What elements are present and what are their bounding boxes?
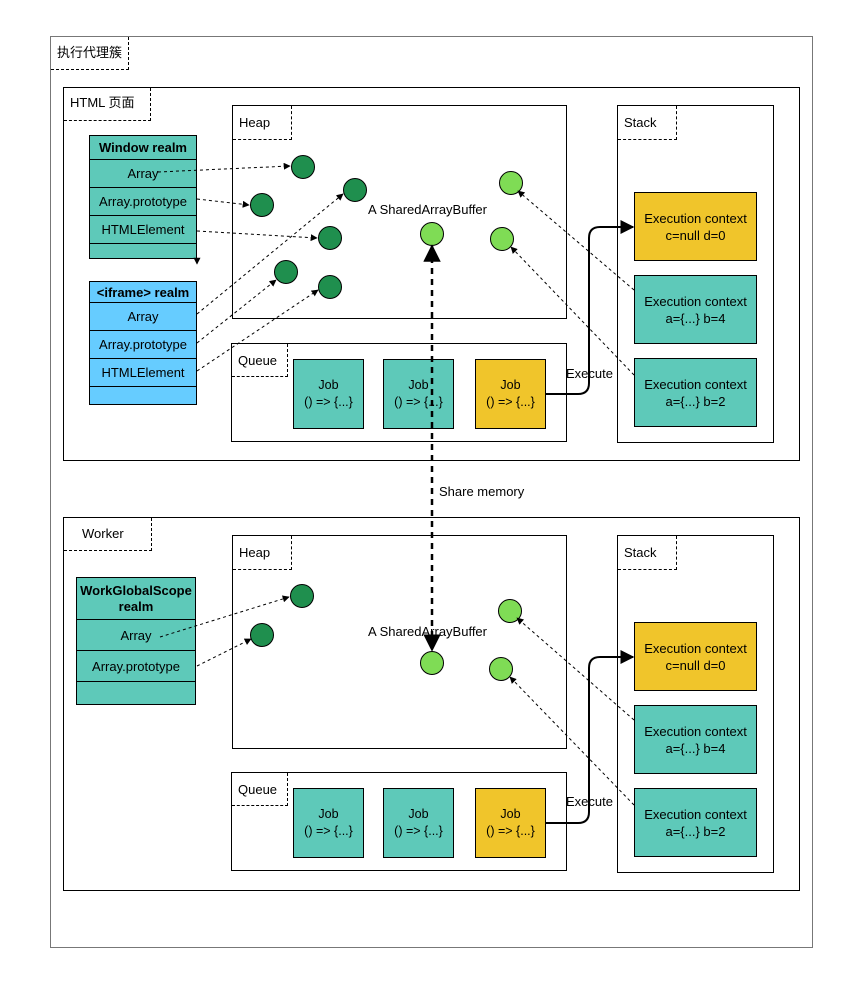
job-code: () => {...} [394, 395, 443, 409]
worker-realm-title: WorkGlobalScope realm [77, 578, 195, 620]
window-realm-array-prototype: Array.prototype [90, 188, 196, 216]
iframe-realm-title: <iframe> realm [90, 282, 196, 303]
job-code: () => {...} [486, 395, 535, 409]
worker-stack-label: Stack [618, 536, 677, 570]
iframe-realm: <iframe> realm Array Array.prototype HTM… [89, 281, 197, 405]
exec-context-vars: a={...} b=4 [665, 310, 726, 326]
worker-shared-array-buffer-object [420, 651, 444, 675]
page-exec-context-2: Execution context a={...} b=4 [634, 275, 757, 344]
page-exec-context-3: Execution context a={...} b=2 [634, 358, 757, 427]
exec-context-vars: c=null d=0 [665, 657, 726, 673]
page-sab-label: A SharedArrayBuffer [368, 202, 487, 217]
worker-job-3: Job () => {...} [475, 788, 546, 858]
worker-execute-label: Execute [566, 794, 613, 809]
iframe-realm-array-prototype: Array.prototype [90, 331, 196, 359]
exec-context-vars: a={...} b=2 [665, 823, 726, 839]
job-title: Job [318, 807, 339, 821]
worker-heap-object-light [498, 599, 522, 623]
exec-context-vars: a={...} b=4 [665, 740, 726, 756]
job-code: () => {...} [486, 824, 535, 838]
worker-job-1: Job () => {...} [293, 788, 364, 858]
page-heap-object [343, 178, 367, 202]
iframe-realm-array: Array [90, 303, 196, 331]
page-heap-object-light [499, 171, 523, 195]
exec-context-vars: c=null d=0 [665, 227, 726, 243]
share-memory-label: Share memory [439, 484, 525, 499]
worker-exec-context-1: Execution context c=null d=0 [634, 622, 757, 691]
iframe-realm-htmlelement: HTMLElement [90, 359, 196, 387]
page-heap-object [318, 226, 342, 250]
page-job-2: Job () => {...} [383, 359, 454, 429]
worker-sab-label: A SharedArrayBuffer [368, 624, 487, 639]
worker-title: Worker [64, 518, 152, 551]
window-realm-array: Array [90, 160, 196, 188]
page-job-3: Job () => {...} [475, 359, 546, 429]
worker-realm-title-line2: realm [118, 598, 154, 614]
worker-global-scope-realm: WorkGlobalScope realm Array Array.protot… [76, 577, 196, 705]
worker-realm-title-line1: WorkGlobalScope [80, 582, 192, 598]
window-realm-title: Window realm [90, 136, 196, 160]
iframe-realm-empty-row [90, 387, 196, 406]
page-stack-label: Stack [618, 106, 677, 140]
job-title: Job [408, 378, 429, 392]
page-heap-object [250, 193, 274, 217]
job-code: () => {...} [304, 824, 353, 838]
exec-context-title: Execution context [644, 210, 747, 226]
page-heap-object-light [490, 227, 514, 251]
worker-realm-array: Array [77, 620, 195, 651]
job-title: Job [318, 378, 339, 392]
worker-exec-context-2: Execution context a={...} b=4 [634, 705, 757, 774]
page-heap-object [274, 260, 298, 284]
worker-job-2: Job () => {...} [383, 788, 454, 858]
job-code: () => {...} [394, 824, 443, 838]
window-realm-empty-row [90, 244, 196, 258]
worker-queue-label: Queue [232, 773, 288, 806]
page-heap-object [318, 275, 342, 299]
exec-context-title: Execution context [644, 293, 747, 309]
worker-heap-object [250, 623, 274, 647]
window-realm-htmlelement: HTMLElement [90, 216, 196, 244]
exec-context-vars: a={...} b=2 [665, 393, 726, 409]
exec-context-title: Execution context [644, 723, 747, 739]
job-code: () => {...} [304, 395, 353, 409]
worker-realm-array-prototype: Array.prototype [77, 651, 195, 682]
job-title: Job [500, 378, 521, 392]
page-execute-label: Execute [566, 366, 613, 381]
worker-exec-context-3: Execution context a={...} b=2 [634, 788, 757, 857]
page-exec-context-1: Execution context c=null d=0 [634, 192, 757, 261]
page-heap-label: Heap [233, 106, 292, 140]
job-title: Job [500, 807, 521, 821]
worker-heap-object [290, 584, 314, 608]
page-queue-label: Queue [232, 344, 288, 377]
exec-context-title: Execution context [644, 640, 747, 656]
window-realm: Window realm Array Array.prototype HTMLE… [89, 135, 197, 259]
page-heap-object [291, 155, 315, 179]
exec-context-title: Execution context [644, 806, 747, 822]
page-shared-array-buffer-object [420, 222, 444, 246]
exec-context-title: Execution context [644, 376, 747, 392]
worker-realm-empty-row [77, 682, 195, 704]
html-page-title: HTML 页面 [64, 88, 151, 121]
cluster-title: 执行代理簇 [51, 37, 130, 70]
page-job-1: Job () => {...} [293, 359, 364, 429]
job-title: Job [408, 807, 429, 821]
worker-heap-label: Heap [233, 536, 292, 570]
worker-heap-object-light [489, 657, 513, 681]
